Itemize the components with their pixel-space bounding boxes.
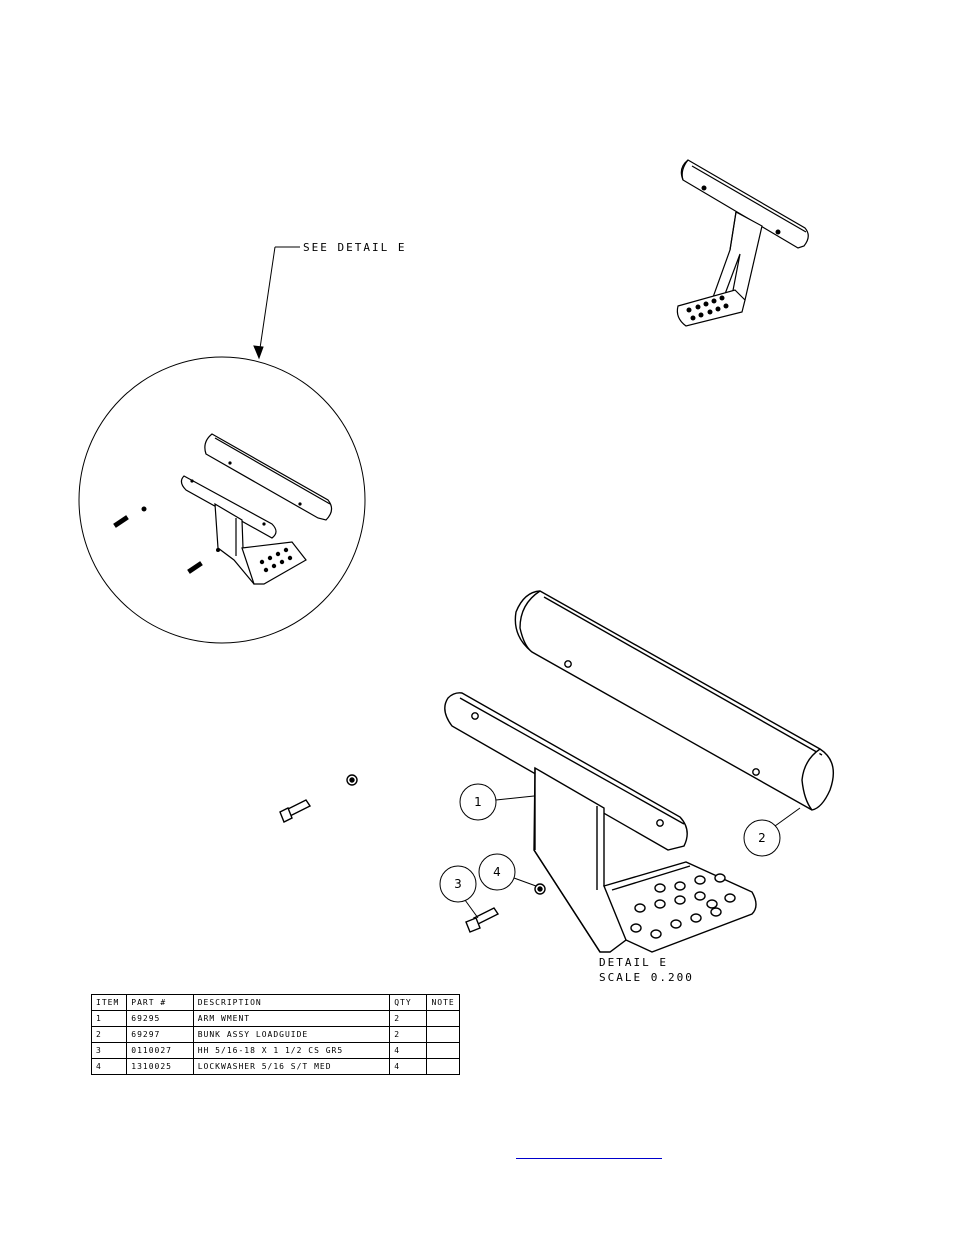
bom-cell: 1310025 <box>126 1058 194 1075</box>
table-row: 1 69295 ARM WMENT 2 <box>90 1010 460 1027</box>
bom-header-item: ITEM <box>90 994 128 1011</box>
detail-callout-leader <box>253 246 300 360</box>
table-row: 4 1310025 LOCKWASHER 5/16 S/T MED 4 <box>90 1058 460 1075</box>
bom-cell: LOCKWASHER 5/16 S/T MED <box>192 1058 391 1075</box>
bom-cell: 2 <box>389 1026 428 1043</box>
bom-cell: 4 <box>90 1058 128 1075</box>
balloon-2-text: 2 <box>758 831 766 845</box>
bom-cell: 0110027 <box>126 1042 194 1059</box>
bill-of-materials-table: ITEM PART # DESCRIPTION QTY NOTE 1 69295… <box>90 994 460 1075</box>
balloon-4-text: 4 <box>493 865 501 879</box>
see-detail-label: SEE DETAIL E <box>303 241 406 254</box>
bom-cell: 69295 <box>126 1010 194 1027</box>
bom-header-note: NOTE <box>426 994 460 1011</box>
bom-cell <box>426 1058 460 1075</box>
assembly-overview <box>676 159 809 327</box>
bom-cell: 4 <box>389 1058 428 1075</box>
bom-cell <box>426 1026 460 1043</box>
link-underline[interactable] <box>516 1158 662 1159</box>
bom-cell <box>426 1010 460 1027</box>
bom-header-description: DESCRIPTION <box>192 994 391 1011</box>
detail-scale: SCALE 0.200 <box>599 971 694 984</box>
table-row: 2 69297 BUNK ASSY LOADGUIDE 2 <box>90 1026 460 1043</box>
detail-title: DETAIL E <box>599 956 668 969</box>
bom-cell: 3 <box>90 1042 128 1059</box>
bom-header-row: ITEM PART # DESCRIPTION QTY NOTE <box>90 994 460 1011</box>
table-row: 3 0110027 HH 5/16-18 X 1 1/2 CS GR5 4 <box>90 1042 460 1059</box>
balloon-4: 4 <box>478 853 537 891</box>
bom-cell: 2 <box>389 1010 428 1027</box>
bom-cell: 69297 <box>126 1026 194 1043</box>
balloon-2: 2 <box>743 807 801 857</box>
bom-cell: 1 <box>90 1010 128 1027</box>
bom-cell: BUNK ASSY LOADGUIDE <box>192 1026 391 1043</box>
balloon-3: 3 <box>439 865 479 919</box>
balloon-1-text: 1 <box>474 795 482 809</box>
bom-header-qty: QTY <box>389 994 428 1011</box>
bom-header-part: PART # <box>126 994 194 1011</box>
detail-circle <box>78 356 366 644</box>
bom-cell: 4 <box>389 1042 428 1059</box>
detail-e-exploded-view <box>279 590 834 953</box>
balloon-3-text: 3 <box>454 877 462 891</box>
bom-cell: 2 <box>90 1026 128 1043</box>
detail-circle-exploded-view <box>113 433 333 585</box>
bom-cell <box>426 1042 460 1059</box>
bom-cell: HH 5/16-18 X 1 1/2 CS GR5 <box>192 1042 391 1059</box>
bom-cell: ARM WMENT <box>192 1010 391 1027</box>
balloon-1: 1 <box>459 783 535 821</box>
